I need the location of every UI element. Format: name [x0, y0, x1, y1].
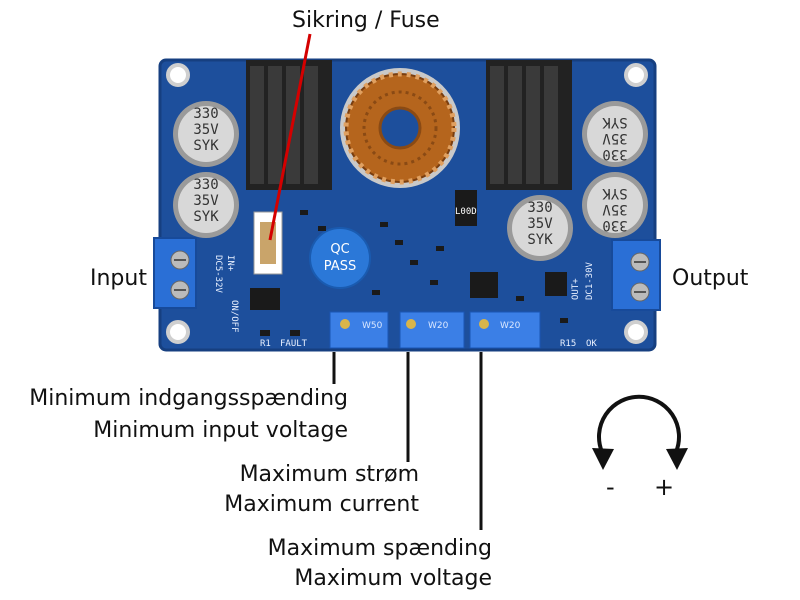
max-voltage-label-da: Maximum spænding	[267, 536, 492, 561]
pot1-text: W50	[362, 321, 383, 331]
cap2-line3: SYK	[193, 209, 219, 225]
silk-ok: OK	[586, 339, 597, 349]
cap5-line1: 330	[602, 217, 627, 233]
min-input-voltage-label-en: Minimum input voltage	[93, 418, 348, 443]
input-terminal	[153, 237, 197, 309]
fuse-label: Sikring / Fuse	[292, 8, 440, 33]
plus-sign: +	[654, 473, 675, 501]
potentiometers: W50 W20 W20	[329, 311, 541, 349]
heatsink-right	[486, 60, 572, 190]
fuse-component	[253, 211, 283, 275]
mounting-holes	[166, 63, 648, 344]
silk-in-label: IN+	[225, 255, 235, 272]
cap2-line2: 35V	[193, 193, 219, 209]
heatsink-left	[246, 60, 332, 190]
cap1-line2: 35V	[193, 122, 219, 138]
silk-onoff: ON/OFF	[229, 300, 239, 333]
output-label: Output	[672, 266, 749, 291]
silk-r1: R1	[260, 339, 271, 349]
cap3-line1: 330	[527, 200, 552, 216]
input-label: Input	[90, 266, 147, 291]
pot2-text: W20	[428, 321, 449, 331]
cap4-line3: SYK	[602, 114, 628, 130]
minus-sign: -	[606, 473, 615, 501]
cap1-line3: SYK	[193, 138, 219, 154]
max-voltage-label-en: Maximum voltage	[294, 566, 492, 591]
pass-text: PASS	[324, 259, 356, 274]
cap4-line2: 35V	[602, 130, 628, 146]
min-input-voltage-label-da: Minimum indgangsspænding	[29, 386, 348, 411]
pot-max-voltage	[469, 311, 541, 349]
cap2-line1: 330	[193, 177, 218, 193]
cap1-line1: 330	[193, 106, 218, 122]
fuse-pointer-line	[268, 33, 312, 241]
cap3-line3: SYK	[527, 232, 553, 248]
silk-r15: R15	[560, 339, 576, 349]
qc-text: QC	[330, 242, 349, 257]
silk-fault: FAULT	[280, 339, 308, 349]
pot-min-input-voltage	[329, 311, 389, 349]
pot-max-current	[399, 311, 465, 349]
silk-in-range: DC5-32V	[213, 255, 223, 294]
silk-out-label: OUT+	[571, 278, 581, 300]
max-current-label-en: Maximum current	[224, 492, 419, 517]
inductor-coil	[340, 68, 460, 188]
output-terminal	[611, 239, 661, 311]
smd-components	[250, 190, 568, 336]
rotation-arrow-icon	[592, 394, 688, 470]
pot3-text: W20	[500, 321, 521, 331]
silk-l00d: L00D	[455, 207, 477, 217]
cap5-line3: SYK	[602, 185, 628, 201]
capacitors: 330 35V SYK 330 35V SYK 330 35V SYK 330 …	[173, 101, 648, 261]
max-current-label-da: Maximum strøm	[239, 462, 419, 487]
cap4-line1: 330	[602, 146, 627, 162]
cap5-line2: 35V	[602, 201, 628, 217]
silk-out-range: DC1-30V	[585, 261, 595, 300]
qc-pass-sticker: QC PASS	[309, 227, 371, 289]
cap3-line2: 35V	[527, 216, 553, 232]
